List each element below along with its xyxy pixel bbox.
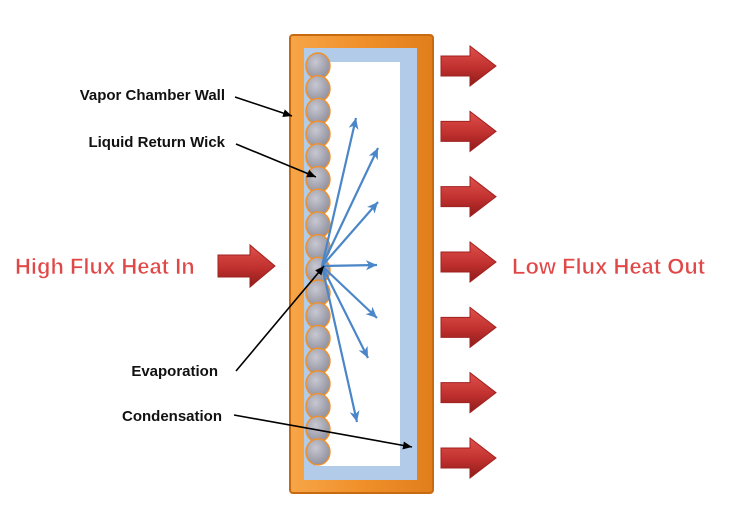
- heat-out-arrow: [440, 44, 497, 88]
- heat-out-arrow: [440, 306, 497, 349]
- heat-out-label: Low Flux Heat Out: [512, 254, 706, 279]
- vapor-arrow: [320, 265, 360, 423]
- heat-out-arrow: [440, 436, 497, 480]
- heat-out-arrow: [440, 110, 497, 153]
- heat-out-arrow: [440, 371, 497, 414]
- wall-label: Vapor Chamber Wall: [80, 87, 225, 104]
- condensation-label: Condensation: [122, 408, 222, 425]
- wall-pointer: [234, 96, 293, 117]
- evaporation-label: Evaporation: [131, 363, 218, 380]
- vapor-arrow: [321, 201, 379, 267]
- wick-bead: [305, 438, 331, 466]
- heat-in-arrow: [217, 243, 276, 289]
- wick-label: Liquid Return Wick: [88, 134, 225, 151]
- evaporation-pointer: [235, 265, 325, 372]
- vapor-arrows: [320, 117, 379, 423]
- vapor-arrow: [321, 265, 378, 319]
- heat-out-arrow: [440, 240, 497, 284]
- vapor-arrow: [321, 260, 378, 271]
- heat-out-arrows: [440, 44, 497, 480]
- heat-out-arrow: [440, 175, 497, 218]
- condensation-pointer: [233, 414, 413, 450]
- heat-in-label: High Flux Heat In: [15, 254, 195, 279]
- vapor-arrow: [320, 117, 359, 267]
- wick-pointer: [235, 143, 317, 178]
- vapor-arrow: [321, 147, 379, 267]
- vapor-arrow: [321, 265, 369, 359]
